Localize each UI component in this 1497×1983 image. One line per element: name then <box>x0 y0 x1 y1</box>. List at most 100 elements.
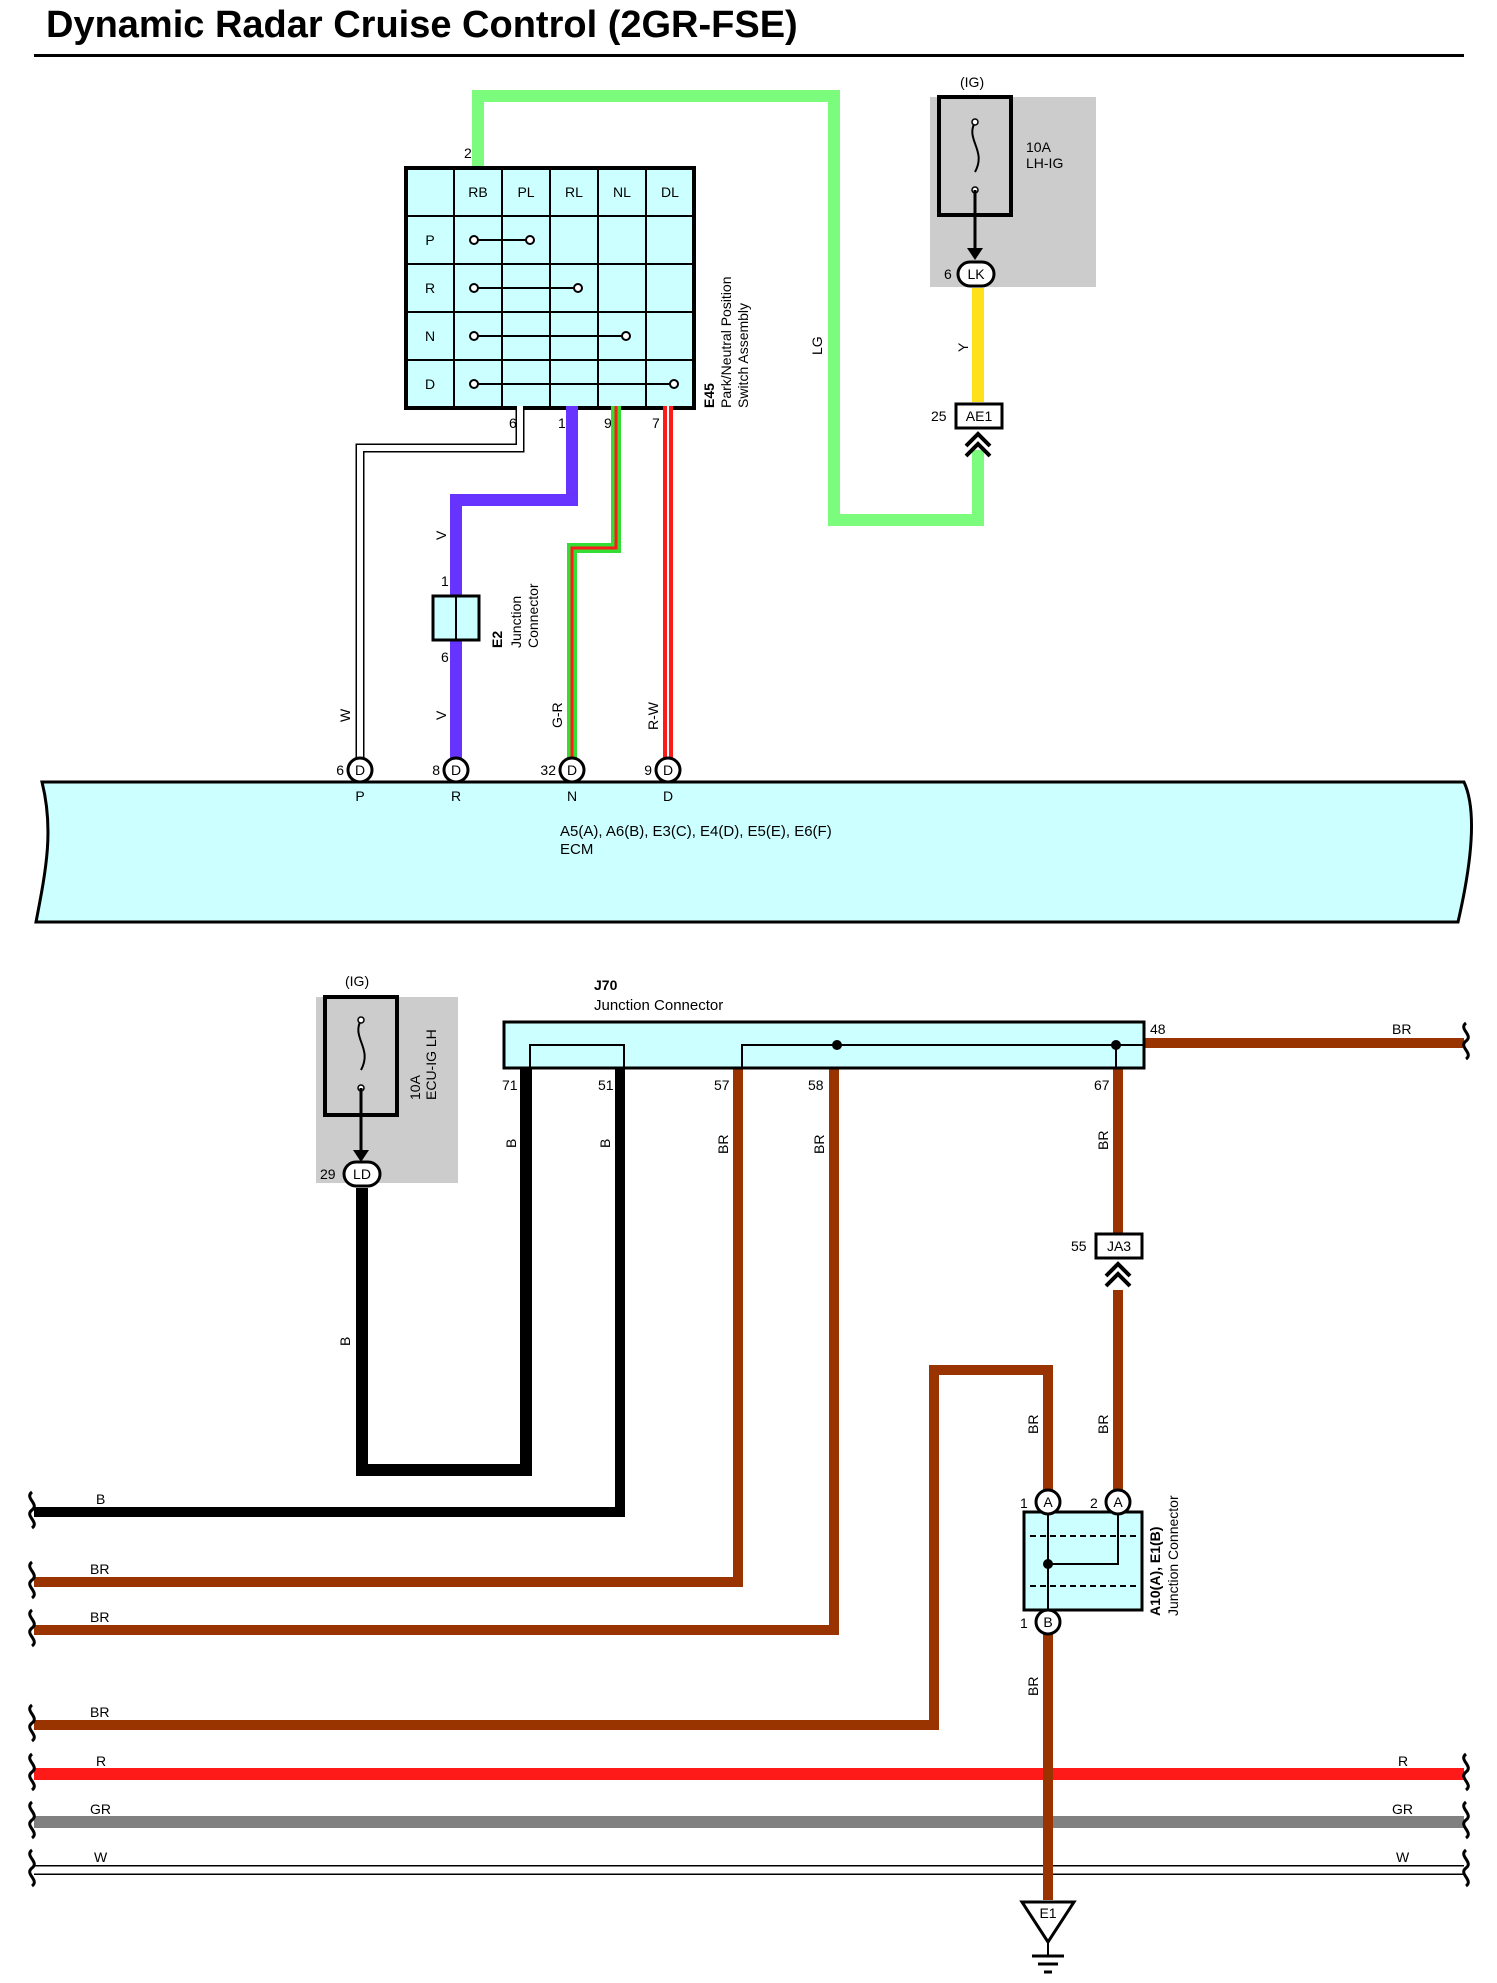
pnp-contact-start <box>469 283 479 293</box>
pnp-top-pin: 2 <box>464 145 472 161</box>
pnp-contact-start <box>469 331 479 341</box>
a10-conn-a1-label: A <box>1043 1494 1053 1510</box>
ja3-chevron-2 <box>1104 1271 1132 1288</box>
break-mark-left <box>28 1703 36 1743</box>
a10-internal <box>1047 1512 1119 1565</box>
pnp-name-line2: Switch Assembly <box>735 303 751 408</box>
ld-pin: 29 <box>320 1166 336 1182</box>
wire-label-br-48: BR <box>1392 1021 1411 1037</box>
wire-lg <box>472 90 984 526</box>
ld-connector <box>342 1160 382 1188</box>
ja3-label: JA3 <box>1107 1238 1131 1254</box>
a10-node <box>1043 1559 1053 1569</box>
ecm-pin-connector-label: D <box>355 762 365 778</box>
fuse-ecu-ig-terminal-a <box>357 1016 365 1024</box>
fuse-ecu-ig-arrow <box>353 1150 369 1162</box>
pnp-pin-9: 9 <box>604 415 612 431</box>
pnp-name-line1: Park/Neutral Position <box>718 276 734 408</box>
wire-label-br-a2: BR <box>1095 1415 1111 1434</box>
ecm-pin-number: 8 <box>432 762 440 778</box>
fuse-lh-ig-terminal-a <box>971 118 979 126</box>
fuse-lh-ig-supply: (IG) <box>960 74 984 90</box>
wire-label-b-71: B <box>503 1139 519 1148</box>
a10-conn-a2 <box>1104 1488 1132 1516</box>
a10-name: Junction Connector <box>1165 1495 1181 1616</box>
wire-label-w: W <box>337 708 353 722</box>
bus-left-label-br-1: BR <box>90 1561 109 1577</box>
wire-br-a10-loop <box>34 1365 1053 1730</box>
wire-b-bus <box>34 1068 625 1517</box>
wire-br-57 <box>34 1068 743 1587</box>
ecm-pin-connector-label: D <box>451 762 461 778</box>
pnp-contact-start <box>469 379 479 389</box>
ae1-pin: 25 <box>931 408 947 424</box>
wire-label-b-51: B <box>597 1139 613 1148</box>
ecm-pin-connector-label: D <box>663 762 673 778</box>
pnp-row-header: D <box>425 376 435 392</box>
pnp-pin-7: 7 <box>652 415 660 431</box>
e2-name-line2: Connector <box>525 583 541 648</box>
j70-node-58 <box>832 1040 842 1050</box>
e2-code: E2 <box>489 631 505 648</box>
wire-label-br-b1: BR <box>1025 1677 1041 1696</box>
wire-label-r-w: R-W <box>645 701 661 730</box>
lk-connector-label: LK <box>967 266 985 282</box>
title-underline <box>34 54 1464 57</box>
pnp-contact-end <box>621 331 631 341</box>
ae1-connector <box>954 402 1004 430</box>
pnp-row-header: R <box>425 280 435 296</box>
break-mark-right <box>1462 1752 1470 1792</box>
break-mark-left <box>28 1800 36 1840</box>
bus-left-label-w: W <box>94 1849 108 1865</box>
ecm-pin-signal: P <box>355 788 364 804</box>
j70-pin-71: 71 <box>502 1077 518 1093</box>
wire-label-b-fuse: B <box>337 1337 353 1346</box>
fuse-ecu-ig-name: ECU-IG LH <box>423 1029 439 1100</box>
pnp-col-header: NL <box>613 184 631 200</box>
ja3-pin: 55 <box>1071 1238 1087 1254</box>
bus-left-label-r: R <box>96 1753 106 1769</box>
a10-conn-b1-label: B <box>1043 1614 1052 1630</box>
pnp-row-header: P <box>425 232 434 248</box>
pnp-pin-1: 1 <box>558 415 566 431</box>
pnp-col-header: DL <box>661 184 679 200</box>
wire-g-r <box>567 406 621 772</box>
ecm-pin-connector <box>558 756 586 784</box>
break-mark-left <box>28 1752 36 1792</box>
bus-right-label-w: W <box>1396 1849 1410 1865</box>
fuse-lh-ig-element <box>971 121 980 173</box>
bus-left-label-br-2: BR <box>90 1609 109 1625</box>
wire-w-core <box>357 406 523 772</box>
break-mark-right <box>1462 1848 1470 1888</box>
a10-conn-a1 <box>1034 1488 1062 1516</box>
j70-pin-58: 58 <box>808 1077 824 1093</box>
wire-label-g-r: G-R <box>549 702 565 728</box>
ecm-pin-number: 6 <box>336 762 344 778</box>
pnp-contact-end <box>525 235 535 245</box>
pnp-pin-6: 6 <box>509 415 517 431</box>
ae1-chevron-2 <box>964 441 992 458</box>
pnp-col-header: RL <box>565 184 583 200</box>
break-marks <box>28 1021 1470 1888</box>
fuse-lh-ig-name: LH-IG <box>1026 155 1063 171</box>
ecm-pin-number: 9 <box>644 762 652 778</box>
break-mark-left <box>28 1848 36 1888</box>
break-mark-left <box>28 1560 36 1600</box>
wire-label-br-a1: BR <box>1025 1415 1041 1434</box>
wire-label-br-58: BR <box>811 1135 827 1154</box>
j70-node-67 <box>1111 1040 1121 1050</box>
pnp-contact-end <box>669 379 679 389</box>
bus-right-label-gr: GR <box>1392 1801 1413 1817</box>
wire-b-fuse <box>356 1068 532 1476</box>
wire-label-br-57: BR <box>715 1135 731 1154</box>
bus-left-label-b: B <box>96 1491 105 1507</box>
j70-pin-67: 67 <box>1094 1077 1110 1093</box>
ecm-pin-signal: R <box>451 788 461 804</box>
a10-connector <box>1022 1510 1144 1612</box>
e2-pin-bottom: 6 <box>441 649 449 665</box>
ecm-name: ECM <box>560 841 593 858</box>
page-title: Dynamic Radar Cruise Control (2GR-FSE) <box>46 4 798 46</box>
j70-pin-48: 48 <box>1150 1021 1166 1037</box>
ecm-pin-signal: D <box>663 788 673 804</box>
